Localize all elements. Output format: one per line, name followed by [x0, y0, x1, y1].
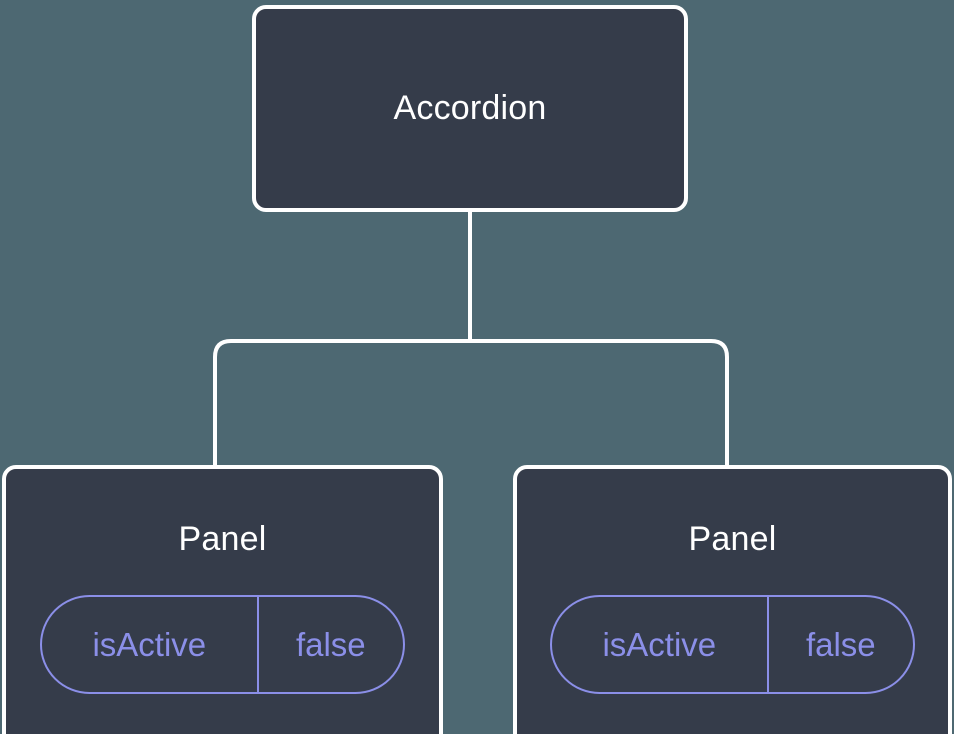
state-pill[interactable]: isActive false [550, 595, 915, 695]
state-key: isActive [42, 597, 259, 693]
node-title: Accordion [393, 88, 547, 127]
tree-node-panel[interactable]: Panel isActive false [2, 465, 443, 734]
edge-branch-left [213, 339, 470, 470]
node-title: Panel [178, 520, 267, 558]
state-pill[interactable]: isActive false [40, 595, 405, 695]
tree-node-accordion[interactable]: Accordion [252, 5, 688, 212]
state-value: false [805, 625, 876, 663]
edge-branch-right [470, 339, 729, 470]
tree-node-panel[interactable]: Panel isActive false [513, 465, 952, 734]
state-value: false [295, 625, 366, 663]
node-title: Panel [688, 520, 777, 558]
state-key: isActive [552, 597, 769, 693]
